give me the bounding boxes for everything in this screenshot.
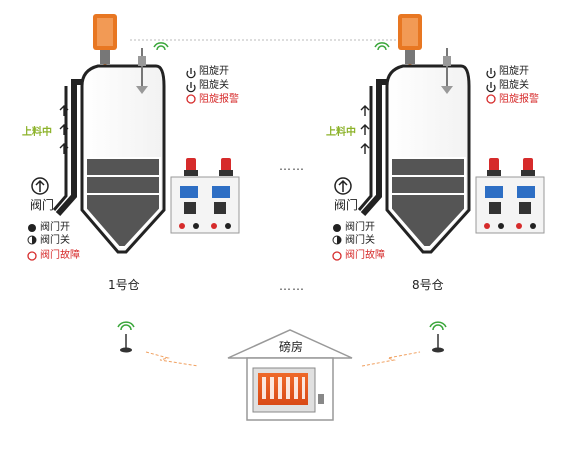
valve-close-icon xyxy=(337,236,341,244)
radar-sensor-icon xyxy=(93,14,117,72)
valve-fault-label: 阀门故障 xyxy=(345,250,385,261)
signal-line-right xyxy=(361,351,421,367)
material-level xyxy=(390,157,466,248)
rotary-alarm-label: 阻旋报警 xyxy=(199,94,239,105)
control-cabinet xyxy=(170,158,240,234)
valve-label: 阀门 xyxy=(334,198,359,212)
rotary-close-label: 阻旋关 xyxy=(499,80,529,91)
feeding-label: 上料中 xyxy=(22,127,52,138)
feeding-label: 上料中 xyxy=(326,127,356,138)
rotary-alarm-label: 阻旋报警 xyxy=(499,94,539,105)
silo-name-label: 1号仓 xyxy=(108,278,140,292)
rotary-open-icon xyxy=(186,68,196,79)
valve-fault-label: 阀门故障 xyxy=(40,250,80,261)
valve-open-icon xyxy=(28,224,36,232)
valve-fault-icon xyxy=(27,251,37,261)
discharge-pipe xyxy=(360,79,387,216)
wireless-receiver-left-icon xyxy=(117,321,135,353)
valve-icon xyxy=(31,177,49,195)
feeding-arrows-icon xyxy=(360,105,370,154)
material-level xyxy=(85,157,161,248)
wireless-receiver-right-icon xyxy=(429,321,447,353)
valve-close-label: 阀门关 xyxy=(345,235,375,246)
wireless-icon xyxy=(374,42,390,51)
rotary-alarm-icon xyxy=(186,94,196,104)
silo-8-group xyxy=(332,14,545,261)
rotary-close-label: 阻旋关 xyxy=(199,80,229,91)
ellipsis-lower: …… xyxy=(279,279,305,293)
signal-line-left xyxy=(145,351,199,367)
control-cabinet xyxy=(475,158,545,234)
rotary-alarm-icon xyxy=(486,94,496,104)
radar-sensor-icon xyxy=(398,14,422,72)
valve-fault-icon xyxy=(332,251,342,261)
rotary-close-icon xyxy=(186,82,196,93)
wireless-icon xyxy=(153,42,169,51)
valve-close-icon xyxy=(32,236,36,244)
rotary-switch-icon xyxy=(441,48,453,94)
ellipsis-upper: …… xyxy=(279,159,305,173)
feeding-arrows-icon xyxy=(59,105,69,154)
rotary-open-label: 阻旋开 xyxy=(199,66,229,77)
rotary-close-icon xyxy=(486,82,496,93)
weighhouse-building xyxy=(227,329,353,421)
valve-icon xyxy=(334,177,352,195)
weighhouse-label: 磅房 xyxy=(279,340,304,354)
valve-label: 阀门 xyxy=(30,198,55,212)
valve-open-label: 阀门开 xyxy=(40,222,70,233)
discharge-pipe xyxy=(55,79,82,216)
rotary-open-label: 阻旋开 xyxy=(499,66,529,77)
silo-1-group xyxy=(27,14,240,261)
rotary-open-icon xyxy=(486,68,496,79)
valve-open-label: 阀门开 xyxy=(345,222,375,233)
valve-close-label: 阀门关 xyxy=(40,235,70,246)
valve-open-icon xyxy=(333,224,341,232)
silo-name-label: 8号仓 xyxy=(412,278,444,292)
rotary-switch-icon xyxy=(136,48,148,94)
